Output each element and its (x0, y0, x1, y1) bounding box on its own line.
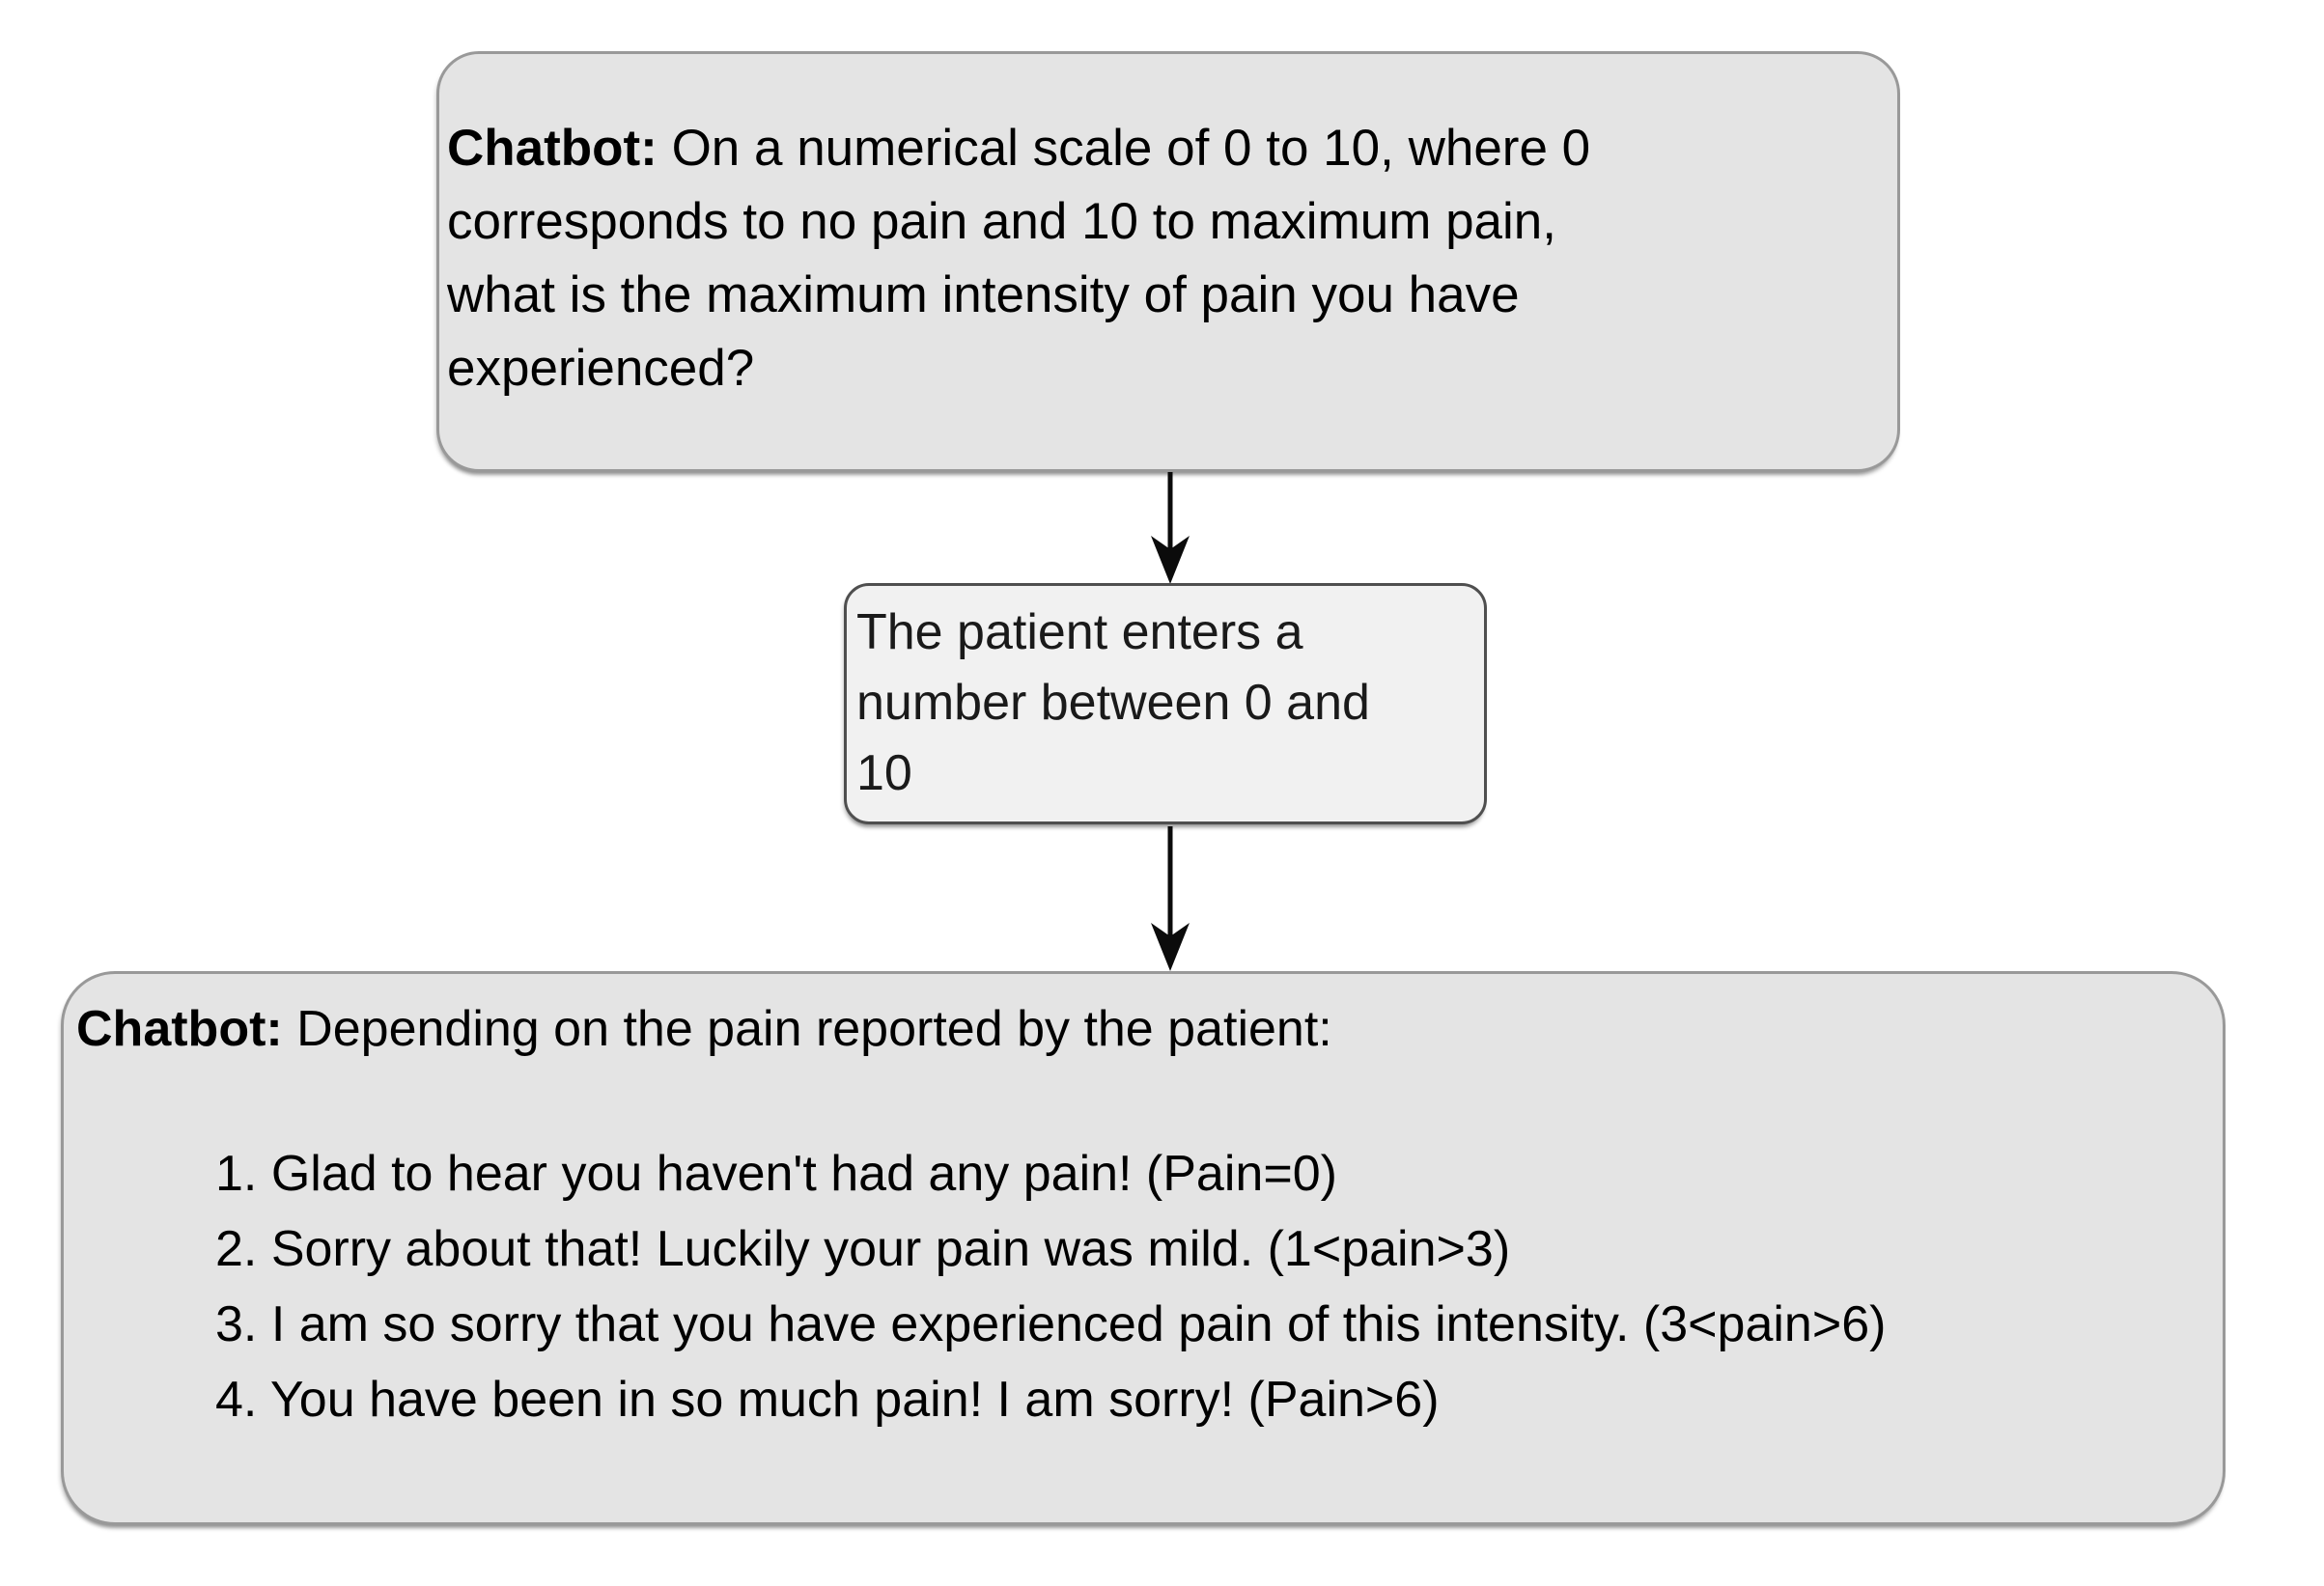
chatbot-responses-intro: Depending on the pain reported by the pa… (296, 1001, 1332, 1057)
patient-input-text: The patient enters a number between 0 an… (856, 604, 1370, 801)
response-item-4: 4. You have been in so much pain! I am s… (215, 1372, 1440, 1428)
response-item-3: 3. I am so sorry that you have experienc… (215, 1296, 1887, 1352)
speaker-label: Chatbot: (447, 120, 658, 177)
speaker-label: Chatbot: (76, 1001, 283, 1057)
node-patient-input: The patient enters a number between 0 an… (844, 583, 1487, 824)
chatbot-responses-header: Chatbot: Depending on the pain reported … (76, 991, 2203, 1067)
arrow-down-1 (1151, 472, 1190, 584)
arrow-down-2 (1151, 826, 1190, 971)
arrow-head-icon (1151, 536, 1190, 584)
chatbot-question-message: Chatbot: On a numerical scale of 0 to 10… (447, 112, 1872, 405)
node-chatbot-question: Chatbot: On a numerical scale of 0 to 10… (436, 51, 1900, 472)
chatbot-question-text: On a numerical scale of 0 to 10, where 0… (447, 120, 1591, 397)
patient-input-message: The patient enters a number between 0 an… (856, 598, 1478, 809)
node-chatbot-responses: Chatbot: Depending on the pain reported … (61, 971, 2226, 1525)
response-list: 1. Glad to hear you haven't had any pain… (215, 1136, 2203, 1437)
arrow-head-icon (1151, 923, 1190, 971)
response-item-1: 1. Glad to hear you haven't had any pain… (215, 1146, 1337, 1202)
response-item-2: 2. Sorry about that! Luckily your pain w… (215, 1221, 1511, 1277)
